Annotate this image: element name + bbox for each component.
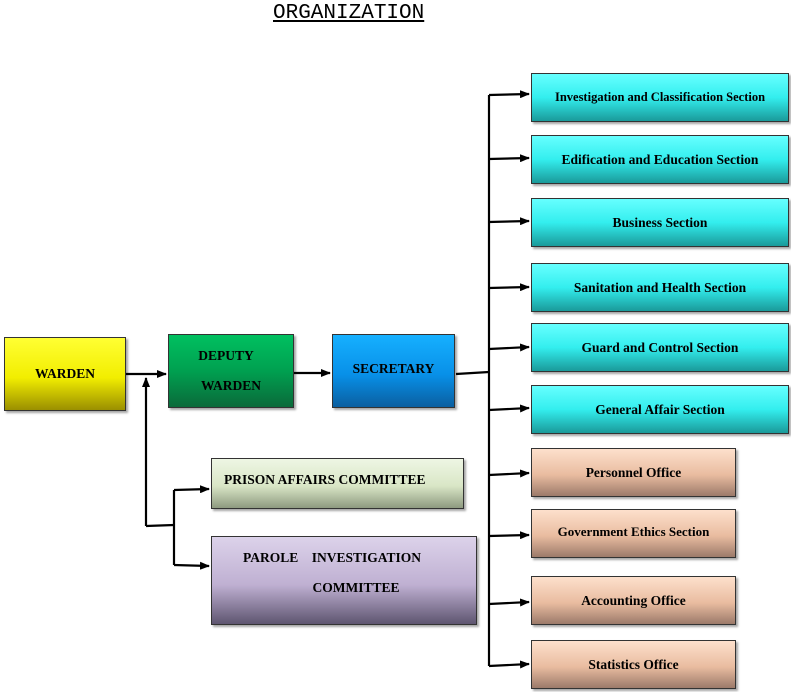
section-box: Business Section	[531, 198, 789, 247]
deputy-warden-box: DEPUTY WARDEN	[168, 334, 294, 408]
warden-label: WARDEN	[34, 366, 95, 381]
office-label: Accounting Office	[581, 592, 686, 608]
section-box: Investigation and Classification Section	[531, 73, 789, 122]
prison-affairs-committee-box: PRISON AFFAIRS COMMITTEE	[211, 458, 464, 509]
deputy-label-line1: DEPUTY	[198, 348, 254, 363]
parole-investigation-committee-box: PAROLE INVESTIGATION COMMITTEE	[211, 536, 477, 625]
office-box: Statistics Office	[531, 640, 736, 689]
section-label: Business Section	[612, 214, 708, 230]
section-label: Sanitation and Health Section	[573, 279, 747, 295]
section-label: Guard and Control Section	[581, 339, 739, 355]
secretary-box: SECRETARY	[332, 334, 455, 408]
diagram-title: ORGANIZATION	[273, 2, 425, 25]
office-box: Government Ethics Section	[531, 509, 736, 558]
section-label: Edification and Education Section	[561, 151, 759, 167]
section-label: General Affair Section	[595, 401, 725, 417]
section-box: Edification and Education Section	[531, 135, 789, 184]
warden-box: WARDEN	[4, 337, 126, 411]
secretary-label: SECRETARY	[352, 361, 435, 376]
section-box: Guard and Control Section	[531, 323, 789, 372]
office-label: Government Ethics Section	[557, 523, 710, 539]
section-box: General Affair Section	[531, 385, 789, 434]
parole-label-line1: PAROLE INVESTIGATION	[242, 550, 422, 565]
section-box: Sanitation and Health Section	[531, 263, 789, 312]
office-label: Statistics Office	[588, 656, 679, 672]
office-box: Personnel Office	[531, 448, 736, 497]
office-box: Accounting Office	[531, 576, 736, 625]
office-label: Personnel Office	[585, 464, 682, 480]
deputy-label-line2: WARDEN	[200, 378, 261, 393]
section-label: Investigation and Classification Section	[554, 90, 766, 104]
parole-label-line2: COMMITTEE	[312, 580, 400, 595]
prison-affairs-label: PRISON AFFAIRS COMMITTEE	[224, 471, 426, 487]
